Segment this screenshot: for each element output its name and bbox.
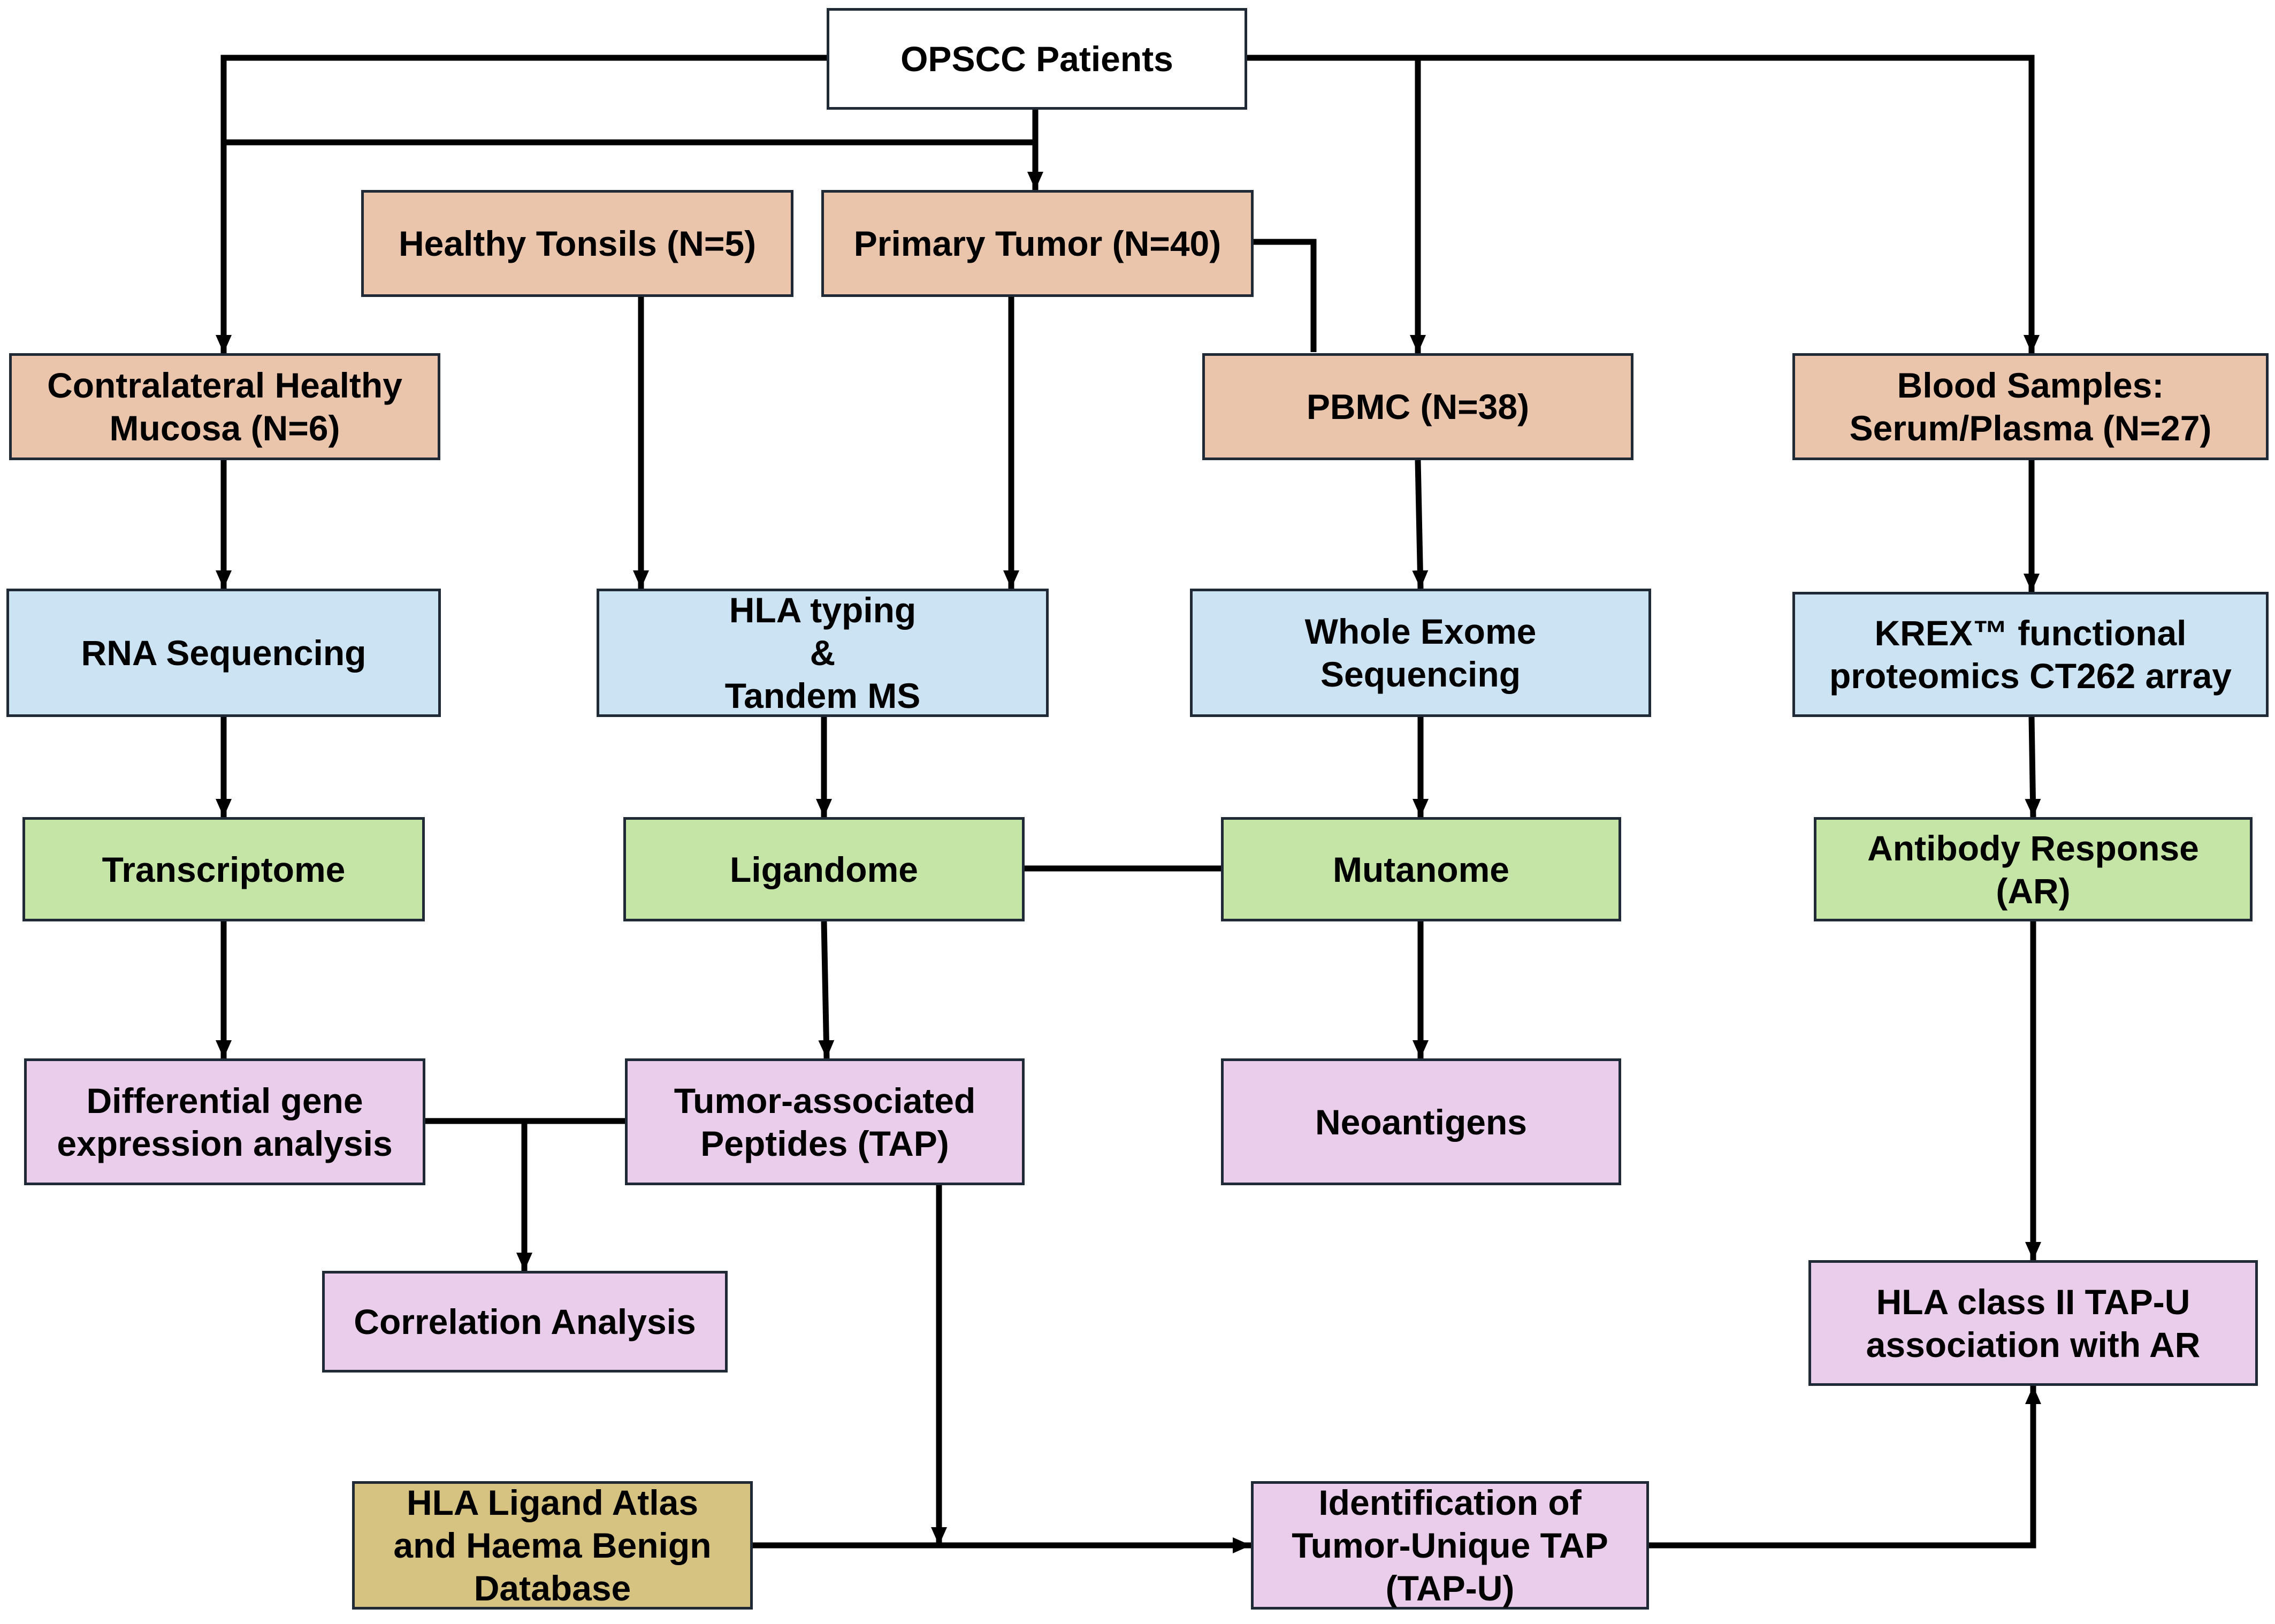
hla-ligand-atlas-label-line: HLA Ligand Atlas xyxy=(406,1483,699,1522)
connector-opscc-blood xyxy=(1246,55,2040,353)
hla-typing-box: HLA typing&Tandem MS xyxy=(597,589,1049,717)
opscc-patients-label-line: OPSCC Patients xyxy=(900,39,1173,79)
whole-exome-label-line: Whole Exome xyxy=(1304,612,1537,651)
correlation-analysis-box: Correlation Analysis xyxy=(322,1271,728,1373)
contralateral-mucosa-label-line: Contralateral Healthy xyxy=(47,365,402,405)
transcriptome-label-line: Transcriptome xyxy=(102,849,346,889)
whole-exome-label-line: Sequencing xyxy=(1320,654,1521,694)
differential-expression-label-line: expression analysis xyxy=(57,1123,393,1163)
rna-sequencing-box: RNA Sequencing xyxy=(6,589,441,717)
healthy-tonsils-box: Healthy Tonsils (N=5) xyxy=(361,190,793,297)
tumor-associated-peptides-label-line: Peptides (TAP) xyxy=(700,1123,949,1163)
tumor-unique-tap-label-line: Tumor-Unique TAP xyxy=(1292,1526,1608,1565)
blood-samples-box: Blood Samples:Serum/Plasma (N=27) xyxy=(1792,353,2269,460)
connector-pbmc-wes xyxy=(1412,460,1429,589)
pbmc-label-line: PBMC (N=38) xyxy=(1306,387,1530,426)
krex-array-label-line: proteomics CT262 array xyxy=(1829,656,2232,696)
hla-typing-label-line: HLA typing xyxy=(729,590,917,630)
tumor-associated-peptides-label-line: Tumor-associated xyxy=(674,1080,976,1120)
connector-tumor-pbmc xyxy=(1253,239,1317,352)
primary-tumor-label-line: Primary Tumor (N=40) xyxy=(853,224,1222,263)
tumor-unique-tap-label-line: Identification of xyxy=(1318,1483,1582,1522)
correlation-analysis-label-line: Correlation Analysis xyxy=(354,1302,696,1341)
antibody-response-label-line: (AR) xyxy=(1996,871,2071,911)
contralateral-mucosa-label-line: Mucosa (N=6) xyxy=(109,408,340,448)
krex-array-label-line: KREX™ functional xyxy=(1874,613,2187,653)
rna-sequencing-label-line: RNA Sequencing xyxy=(81,633,367,673)
tumor-unique-tap-label-line: (TAP-U) xyxy=(1385,1568,1515,1608)
hla-typing-label-line: & xyxy=(810,633,836,673)
antibody-response-label-line: Antibody Response xyxy=(1867,828,2199,868)
mutanome-box: Mutanome xyxy=(1221,817,1621,921)
mutanome-label-line: Mutanome xyxy=(1333,849,1509,889)
healthy-tonsils-label-line: Healthy Tonsils (N=5) xyxy=(398,224,757,263)
hla-typing-label-line: Tandem MS xyxy=(724,676,921,715)
ligandome-label-line: Ligandome xyxy=(729,849,918,889)
hla-ligand-atlas-label-line: Database xyxy=(474,1568,631,1608)
hla-class2-association-label-line: association with AR xyxy=(1866,1324,2201,1364)
connector-opscc-mucosa xyxy=(216,55,827,353)
pbmc-box: PBMC (N=38) xyxy=(1202,353,1633,460)
connector-krex-antibody xyxy=(2025,716,2041,818)
connector-ligandome-tap xyxy=(818,921,835,1059)
opscc-patients-box: OPSCC Patients xyxy=(827,8,1247,110)
antibody-response-box: Antibody Response(AR) xyxy=(1814,817,2253,921)
ligandome-box: Ligandome xyxy=(623,817,1025,921)
primary-tumor-box: Primary Tumor (N=40) xyxy=(821,190,1254,297)
neoantigens-label-line: Neoantigens xyxy=(1315,1102,1528,1142)
hla-class2-association-label-line: HLA class II TAP-U xyxy=(1876,1282,2190,1322)
blood-samples-label-line: Blood Samples: xyxy=(1897,365,2164,405)
differential-expression-label-line: Differential gene xyxy=(86,1080,363,1120)
hla-ligand-atlas-label-line: and Haema Benign xyxy=(393,1526,712,1565)
connector-tapu-hla2 xyxy=(1649,1386,2041,1549)
blood-samples-label-line: Serum/Plasma (N=27) xyxy=(1849,408,2212,448)
transcriptome-box: Transcriptome xyxy=(22,817,425,921)
neoantigens-box: Neoantigens xyxy=(1221,1058,1621,1185)
tumor-unique-tap-box: Identification of Tumor-Unique TAP(TAP-U) xyxy=(1251,1481,1649,1610)
